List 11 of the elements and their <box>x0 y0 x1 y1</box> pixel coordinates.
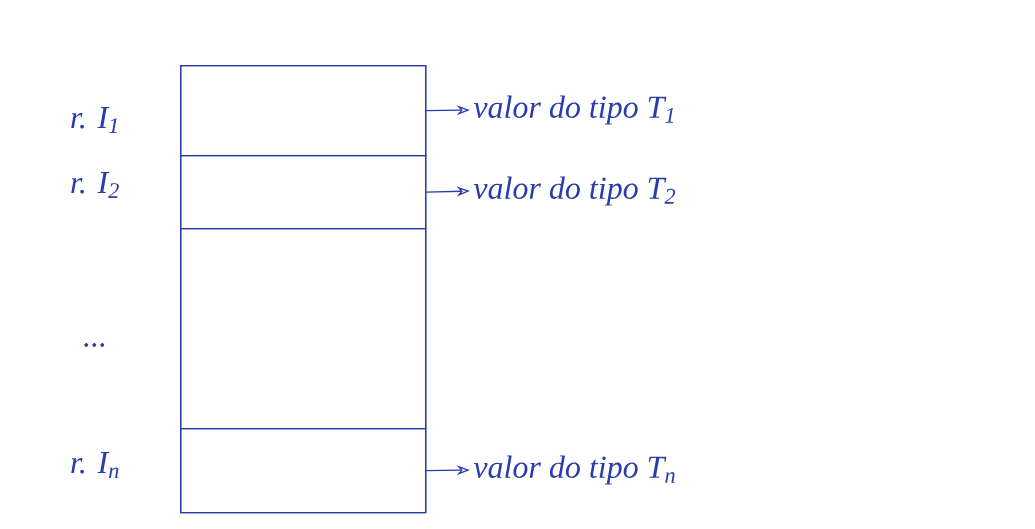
value-text: valor do tipo T$_{1}$ <box>473 95 674 125</box>
field-cell <box>180 65 427 157</box>
field-label: r. I$_{1}$ <box>71 107 117 133</box>
field-label: r. I$_{n}$ <box>71 452 119 478</box>
field-label: r. I$_{2}$ <box>71 172 119 198</box>
value-text: valor do tipo T$_{n}$ <box>473 455 675 485</box>
field-cell <box>180 155 427 230</box>
value-text: valor do tipo T$_{2}$ <box>473 176 676 206</box>
field-label: ... <box>84 343 105 347</box>
field-cell <box>180 228 427 430</box>
field-cell <box>180 428 427 514</box>
